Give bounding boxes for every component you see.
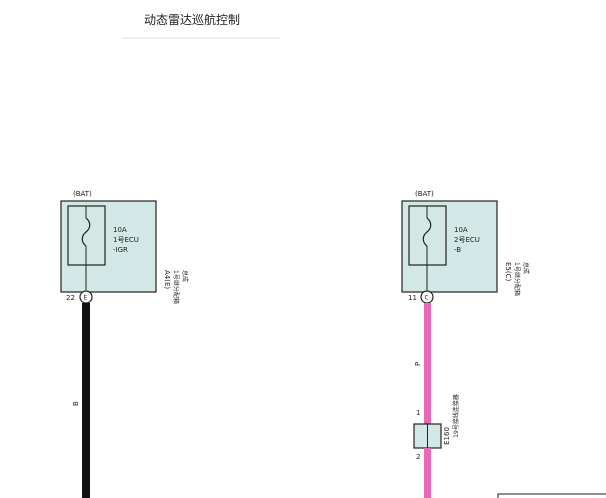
right-source-label: (BAT)	[415, 190, 434, 198]
offscreen-component-edge	[497, 493, 606, 498]
inline-pin-top: 1	[416, 409, 420, 417]
inline-connector-code: E160	[443, 427, 451, 445]
inline-connector-code-wrap: E160	[443, 427, 451, 445]
right-connector-label: E5(C)	[504, 262, 512, 281]
left-fuse-icon	[81, 217, 91, 247]
right-location-label-1: 1号继分配箱	[513, 262, 521, 296]
inline-connector-name-wrap: 19号接线连接器	[452, 394, 460, 438]
left-fuse-rating: 10A	[113, 226, 127, 234]
left-wire-color-label-wrap: B	[72, 401, 80, 406]
right-wire-color-label-wrap: P	[414, 362, 422, 366]
right-relay-box	[401, 200, 498, 293]
right-fuse-icon	[422, 217, 432, 247]
right-wire-pink-lower	[424, 448, 431, 498]
right-fuse-name-2: -B	[454, 246, 461, 254]
left-relay-box	[60, 200, 157, 293]
diagram-title: 动态雷达巡航控制	[144, 12, 240, 27]
right-location-label-1-wrap: 1号继分配箱	[513, 262, 521, 296]
right-pin-number: 11	[408, 294, 417, 302]
inline-pin-bottom: 2	[416, 453, 420, 461]
right-location-label-2: 总成	[522, 262, 530, 274]
left-fuse-name-2: -IGR	[113, 246, 128, 254]
inline-connector-name: 19号接线连接器	[452, 394, 460, 438]
left-connector-code: A4(E)	[163, 270, 171, 289]
left-pin-number: 22	[66, 294, 75, 302]
right-fuse-block: (BAT) 10A 2号ECU -B E5(C) 1号继分配箱 总成 11 C	[401, 190, 530, 304]
right-location-label-2-wrap: 总成	[522, 262, 530, 274]
junction-connector-e160: 1 2 E160 19号接线连接器	[413, 394, 460, 461]
right-wire-color-label: P	[414, 362, 422, 366]
left-location-label-2-wrap: 总成	[181, 270, 189, 282]
left-location-label-1: 1号继分配箱	[172, 270, 180, 304]
left-source-label: (BAT)	[73, 190, 92, 198]
right-wire-pink-upper	[424, 303, 431, 424]
left-wire-black	[82, 303, 90, 498]
left-location-label-2: 总成	[181, 270, 189, 282]
left-connector-label: A4(E)	[163, 270, 171, 289]
left-location-label-1-wrap: 1号继分配箱	[172, 270, 180, 304]
left-pin-letter: E	[84, 295, 88, 302]
right-pin-letter: C	[425, 295, 429, 302]
left-wire-color-label: B	[72, 401, 80, 406]
left-fuse-block: (BAT) 10A 1号ECU -IGR A4(E) 1号继分配箱 总成 22 …	[60, 190, 189, 304]
left-fuse-name-1: 1号ECU	[113, 236, 139, 244]
right-fuse-name-1: 2号ECU	[454, 236, 480, 244]
right-fuse-rating: 10A	[454, 226, 468, 234]
right-connector-code: E5(C)	[504, 262, 512, 281]
